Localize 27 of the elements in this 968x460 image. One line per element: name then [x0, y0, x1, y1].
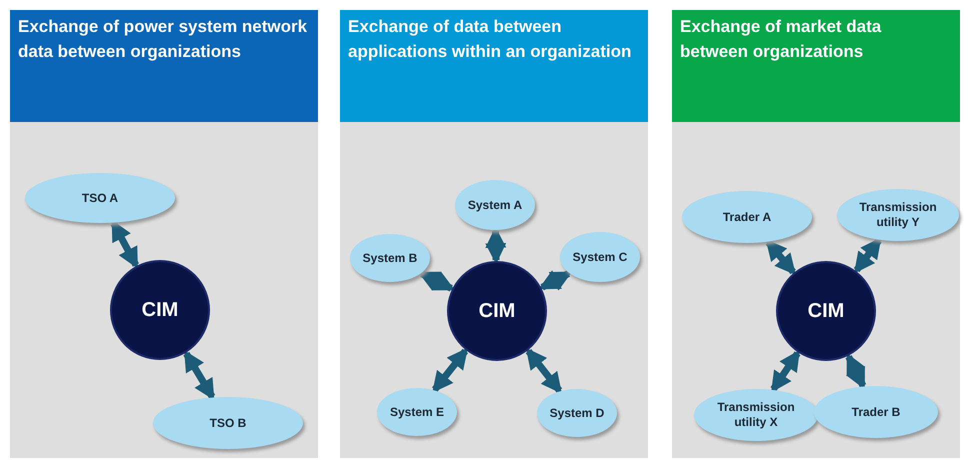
hub-circle: CIM	[110, 260, 210, 360]
double-arrow	[418, 270, 456, 292]
panel-heading: Exchange of data between applications within an organization	[340, 10, 648, 122]
double-arrow	[854, 237, 882, 274]
double-arrow	[766, 239, 796, 276]
ellipse-node: System B	[350, 234, 430, 282]
ellipse-node: TSO A	[25, 173, 175, 223]
panel-heading: Exchange of power system network data between organizations	[10, 10, 318, 122]
ellipse-node: Trader A	[682, 191, 812, 243]
panel-background	[10, 10, 318, 458]
double-arrow	[526, 348, 562, 394]
panel-background	[672, 10, 960, 458]
ellipse-node: System C	[560, 232, 640, 282]
ellipse-node: TSO B	[153, 397, 303, 449]
hub-circle: CIM	[447, 261, 547, 361]
panel-heading: Exchange of market data between organizations	[672, 10, 960, 122]
ellipse-node: System A	[455, 180, 535, 230]
ellipse-node: Transmission utility Y	[837, 189, 959, 241]
ellipse-node: Trader B	[814, 386, 938, 438]
panel-background	[340, 10, 648, 458]
ellipse-node: Transmission utility X	[694, 389, 818, 441]
hub-circle: CIM	[776, 261, 876, 361]
ellipse-node: System D	[537, 389, 617, 437]
double-arrow	[770, 350, 800, 393]
double-arrow	[538, 270, 572, 291]
ellipse-node: System E	[377, 388, 457, 436]
double-arrow	[432, 348, 468, 393]
